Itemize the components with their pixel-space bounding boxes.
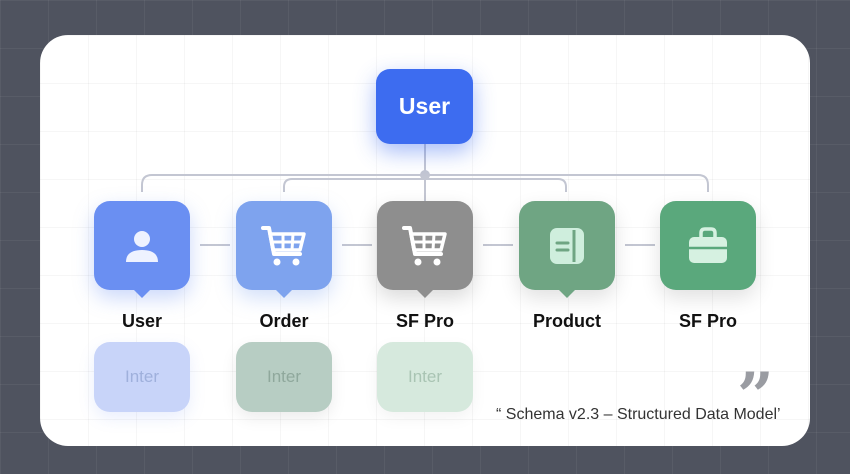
quote-icon: ” (737, 359, 774, 434)
node-product[interactable] (519, 201, 615, 298)
person-icon (126, 230, 158, 262)
connector-lines (141, 144, 709, 246)
node-label: SF Pro (395, 311, 454, 331)
node-label: User (121, 311, 163, 331)
ghost-node-label: Inter (124, 367, 160, 386)
caption: “ Schema v2.3 – Structured Data Model’ (496, 406, 781, 423)
ghost-node[interactable]: Inter (94, 342, 190, 412)
root-node-label: User (398, 93, 451, 119)
node-label: Product (532, 311, 601, 331)
shopping-cart-icon (402, 225, 447, 265)
node-sf-pro-cart[interactable] (377, 201, 473, 298)
diagram-card: User User Order SF (40, 35, 810, 446)
ghost-node-label: Inter (266, 367, 302, 386)
junction-dot (420, 170, 430, 180)
node-label: Order (259, 311, 309, 331)
briefcase-icon (689, 226, 727, 263)
node-sf-pro-briefcase[interactable] (660, 201, 756, 290)
node-user[interactable] (94, 201, 190, 298)
document-icon (550, 227, 584, 264)
root-node-user[interactable]: User (376, 69, 473, 144)
node-order[interactable] (236, 201, 332, 298)
ghost-node-label: Inter (407, 367, 443, 386)
ghost-node[interactable]: Inter (236, 342, 332, 412)
ghost-node[interactable]: Inter (377, 342, 473, 412)
shopping-cart-icon (261, 225, 306, 265)
node-label: SF Pro (678, 311, 737, 331)
